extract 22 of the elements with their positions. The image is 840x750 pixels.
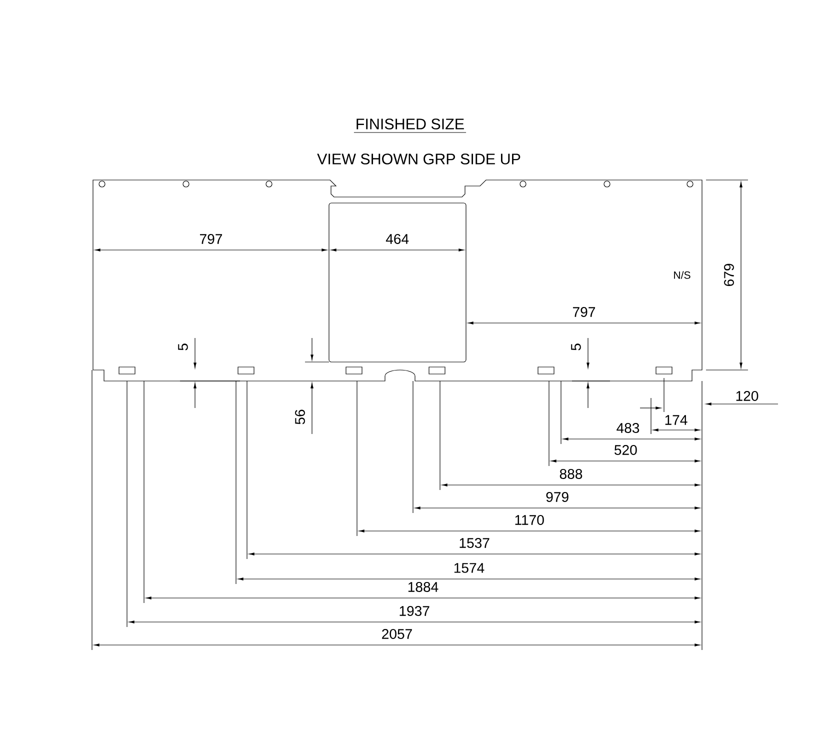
title: FINISHED SIZE bbox=[354, 118, 466, 133]
dimension-value: 2057 bbox=[382, 629, 412, 639]
dimension-value: 1537 bbox=[460, 538, 490, 548]
dimension-value: 5 bbox=[178, 344, 188, 350]
dimension-value: 483 bbox=[616, 423, 640, 433]
dimension-value: 5 bbox=[571, 344, 581, 350]
dimension-value: 1574 bbox=[454, 563, 484, 573]
dimension-value: 120 bbox=[736, 391, 758, 401]
dimension-value: 1884 bbox=[408, 582, 438, 592]
dimension-value: 56 bbox=[295, 410, 305, 424]
dimension-value: 797 bbox=[573, 307, 596, 317]
dimension-value: 464 bbox=[386, 234, 409, 244]
dimension-value: 1170 bbox=[515, 515, 544, 525]
subtitle: VIEW SHOWN GRP SIDE UP bbox=[317, 154, 520, 164]
dimension-value: 174 bbox=[665, 415, 688, 425]
dimension-value: 797 bbox=[200, 234, 222, 244]
dimension-value: 979 bbox=[546, 492, 568, 502]
dimension-value: 679 bbox=[724, 264, 734, 286]
dimension-value: 1937 bbox=[400, 606, 430, 616]
dimension-value: N/S bbox=[674, 271, 690, 279]
dimension-value: 888 bbox=[560, 469, 582, 479]
dimension-value: 520 bbox=[614, 445, 637, 455]
